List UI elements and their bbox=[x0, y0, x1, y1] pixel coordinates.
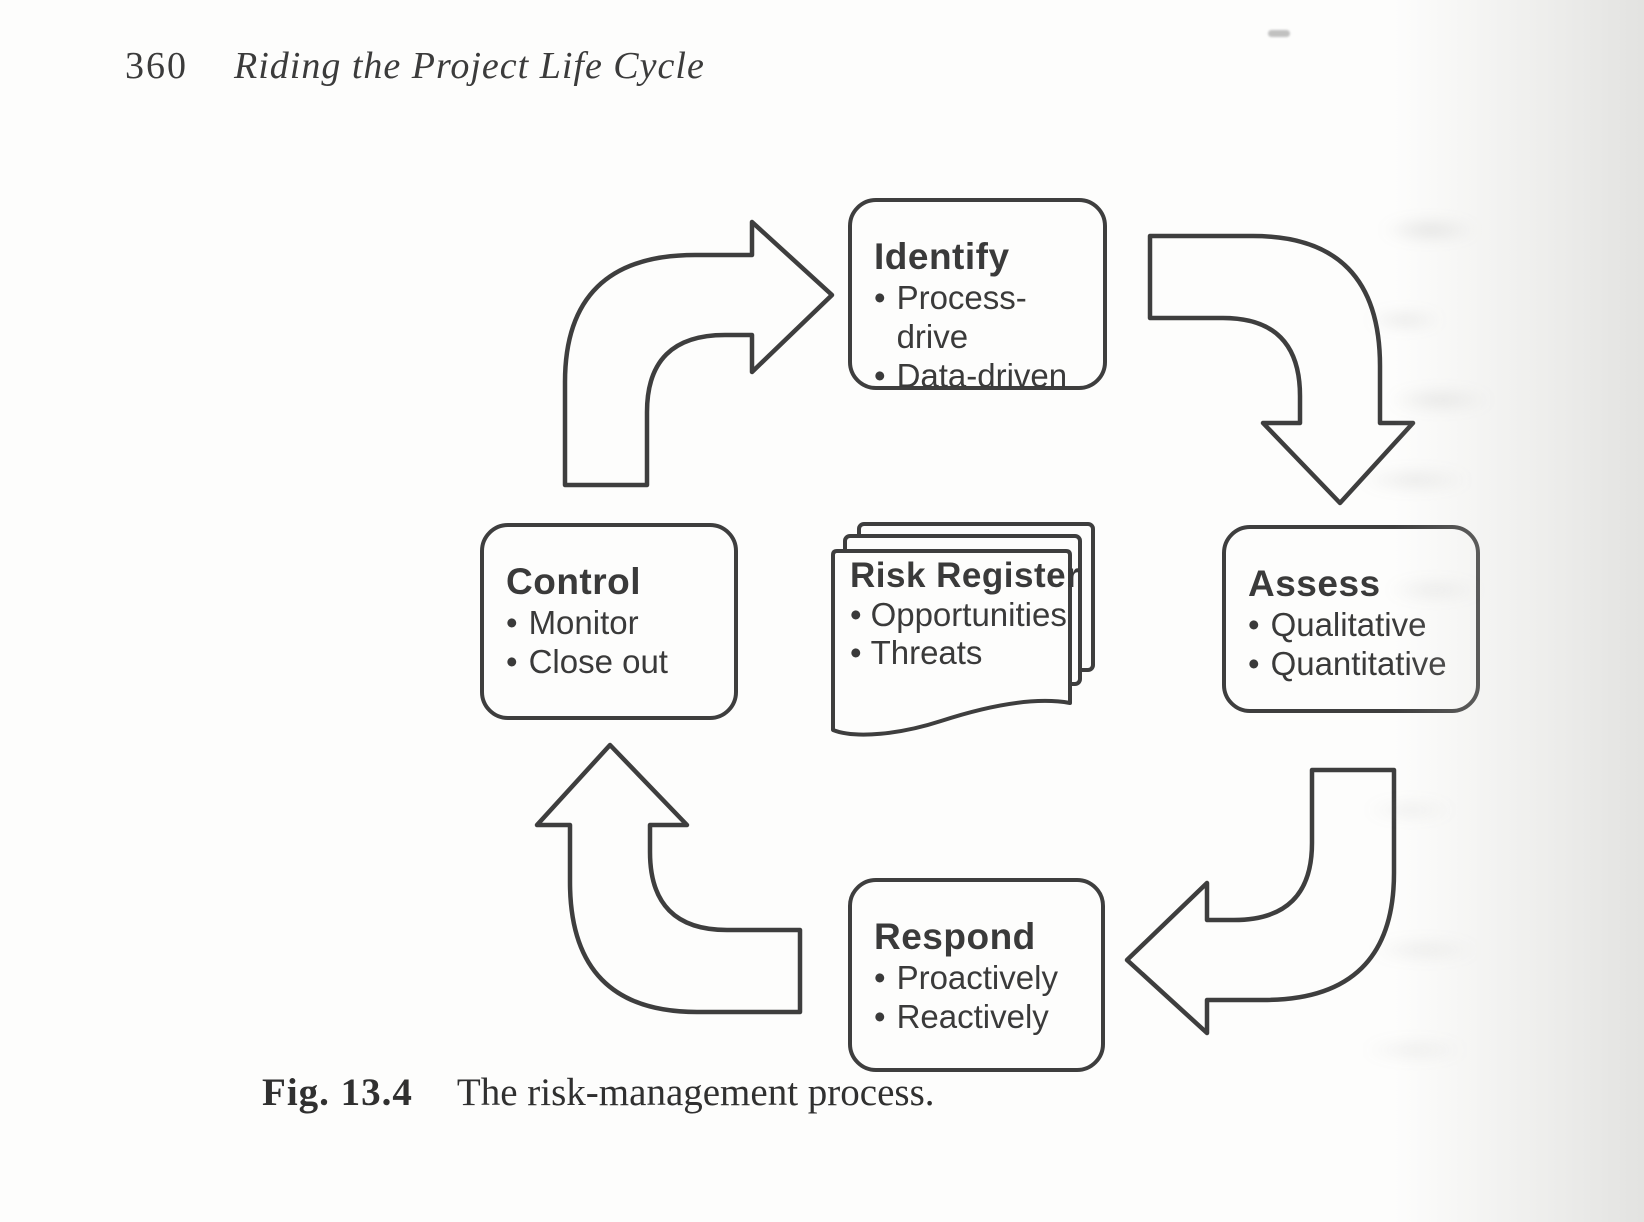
list-item: • Opportunities bbox=[850, 596, 1082, 634]
page-number: 360 bbox=[125, 45, 188, 87]
page-header: 360 Riding the Project Life Cycle bbox=[125, 44, 705, 88]
node-identify: Identify • Process-drive • Data-driven bbox=[848, 198, 1107, 394]
list-item: • Process-drive bbox=[874, 278, 1097, 356]
bullet-text: Threats bbox=[870, 634, 983, 671]
bullet-text: Quantitative bbox=[1270, 645, 1447, 682]
arrow-shape bbox=[562, 219, 835, 488]
front-page-shape bbox=[831, 549, 1072, 737]
figure-caption: Fig. 13.4 The risk-management process. bbox=[262, 1070, 935, 1115]
node-respond: Respond • Proactively • Reactively bbox=[848, 878, 1105, 1072]
scan-speck bbox=[1268, 30, 1290, 37]
node-control-title: Control bbox=[506, 561, 642, 602]
list-item: • Reactively bbox=[874, 997, 1095, 1036]
stacked-pages-icon bbox=[831, 522, 1095, 737]
bullet-dot: • bbox=[1248, 606, 1260, 643]
bullet-text: Data-driven bbox=[896, 357, 1068, 394]
node-respond-title: Respond bbox=[874, 916, 1036, 957]
bullet-dot: • bbox=[874, 998, 886, 1035]
bullet-text: Process-drive bbox=[896, 279, 1027, 355]
node-identify-title: Identify bbox=[874, 236, 1010, 277]
arrow-shape bbox=[1124, 767, 1397, 1036]
arrow-shape bbox=[1147, 233, 1415, 506]
bullet-dot: • bbox=[850, 634, 862, 671]
node-control: Control • Monitor • Close out bbox=[480, 523, 738, 720]
bullet-dot: • bbox=[850, 596, 862, 633]
curved-arrow-identify-to-assess-icon bbox=[1147, 233, 1415, 506]
bullet-dot: • bbox=[506, 604, 518, 641]
list-item: • Data-driven bbox=[874, 356, 1097, 395]
curved-arrow-control-to-identify-icon bbox=[562, 219, 835, 488]
figure-caption-text: The risk-management process. bbox=[456, 1071, 935, 1114]
figure-caption-label: Fig. 13.4 bbox=[262, 1071, 413, 1114]
bullet-text: Reactively bbox=[896, 998, 1049, 1035]
list-item: • Monitor bbox=[506, 603, 728, 642]
bullet-text: Opportunities bbox=[870, 596, 1067, 633]
arrow-shape bbox=[534, 742, 803, 1015]
risk-register-label-block: Risk Register • Opportunities • Threats bbox=[850, 556, 1082, 672]
bullet-text: Qualitative bbox=[1270, 606, 1427, 643]
node-assess-title: Assess bbox=[1248, 563, 1381, 604]
bullet-dot: • bbox=[1248, 645, 1260, 682]
curved-arrow-assess-to-respond-icon bbox=[1124, 767, 1397, 1036]
curved-arrow-respond-to-control-icon bbox=[534, 742, 803, 1015]
node-assess: Assess • Qualitative • Quantitative bbox=[1222, 525, 1480, 713]
bullet-dot: • bbox=[874, 279, 886, 316]
bullet-text: Close out bbox=[528, 643, 668, 680]
list-item: • Close out bbox=[506, 642, 728, 681]
bullet-dot: • bbox=[874, 357, 886, 394]
bullet-dot: • bbox=[506, 643, 518, 680]
bullet-text: Proactively bbox=[896, 959, 1058, 996]
list-item: • Threats bbox=[850, 634, 1082, 672]
bullet-dot: • bbox=[874, 959, 886, 996]
bullet-text: Monitor bbox=[528, 604, 639, 641]
list-item: • Proactively bbox=[874, 958, 1095, 997]
list-item: • Qualitative bbox=[1248, 605, 1470, 644]
running-title: Riding the Project Life Cycle bbox=[234, 45, 705, 87]
list-item: • Quantitative bbox=[1248, 644, 1470, 683]
risk-register-title: Risk Register bbox=[850, 556, 1081, 595]
